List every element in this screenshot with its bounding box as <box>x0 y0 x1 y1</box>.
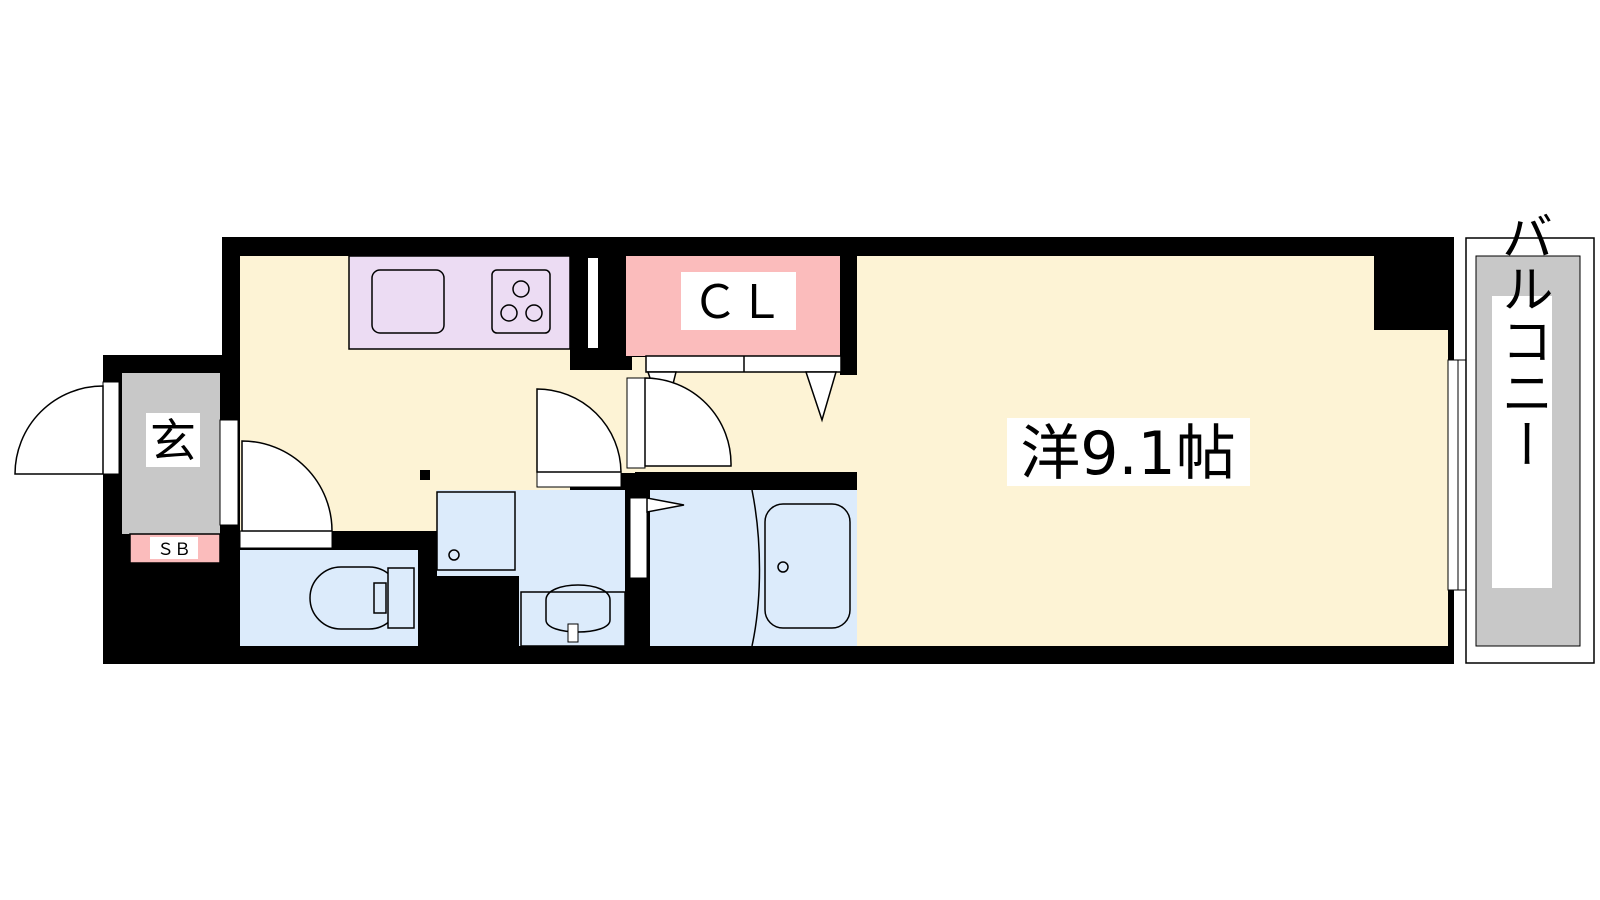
washroom <box>436 377 732 647</box>
label-shoe-box: ＳＢ <box>150 537 198 560</box>
svg-text:玄: 玄 <box>150 414 196 468</box>
label-closet: ＣＬ <box>681 272 796 330</box>
toilet-door-icon <box>241 440 333 532</box>
stove-icon <box>491 269 551 334</box>
label-western-room: 洋9.1帖 <box>1007 418 1250 489</box>
svg-text:ＣＬ: ＣＬ <box>692 275 784 329</box>
svg-text:洋9.1帖: 洋9.1帖 <box>1020 419 1235 489</box>
balcony-window <box>1447 359 1469 591</box>
label-entrance: 玄 <box>146 413 200 468</box>
svg-text:ＳＢ: ＳＢ <box>157 540 191 560</box>
svg-text:バルコニー: バルコニー <box>1492 210 1552 470</box>
washing-machine-icon <box>436 491 516 571</box>
entrance-door-icon <box>14 385 104 475</box>
fridge-space <box>588 258 598 348</box>
toilet-room <box>239 440 418 646</box>
kitchen-counter <box>348 255 571 350</box>
bathroom <box>629 489 857 647</box>
closet-door-icon <box>804 371 837 423</box>
sink-icon <box>371 269 445 334</box>
bathtub-icon <box>764 503 851 629</box>
washroom-door-icon <box>536 388 622 473</box>
label-balcony: バルコニー <box>1492 210 1552 588</box>
